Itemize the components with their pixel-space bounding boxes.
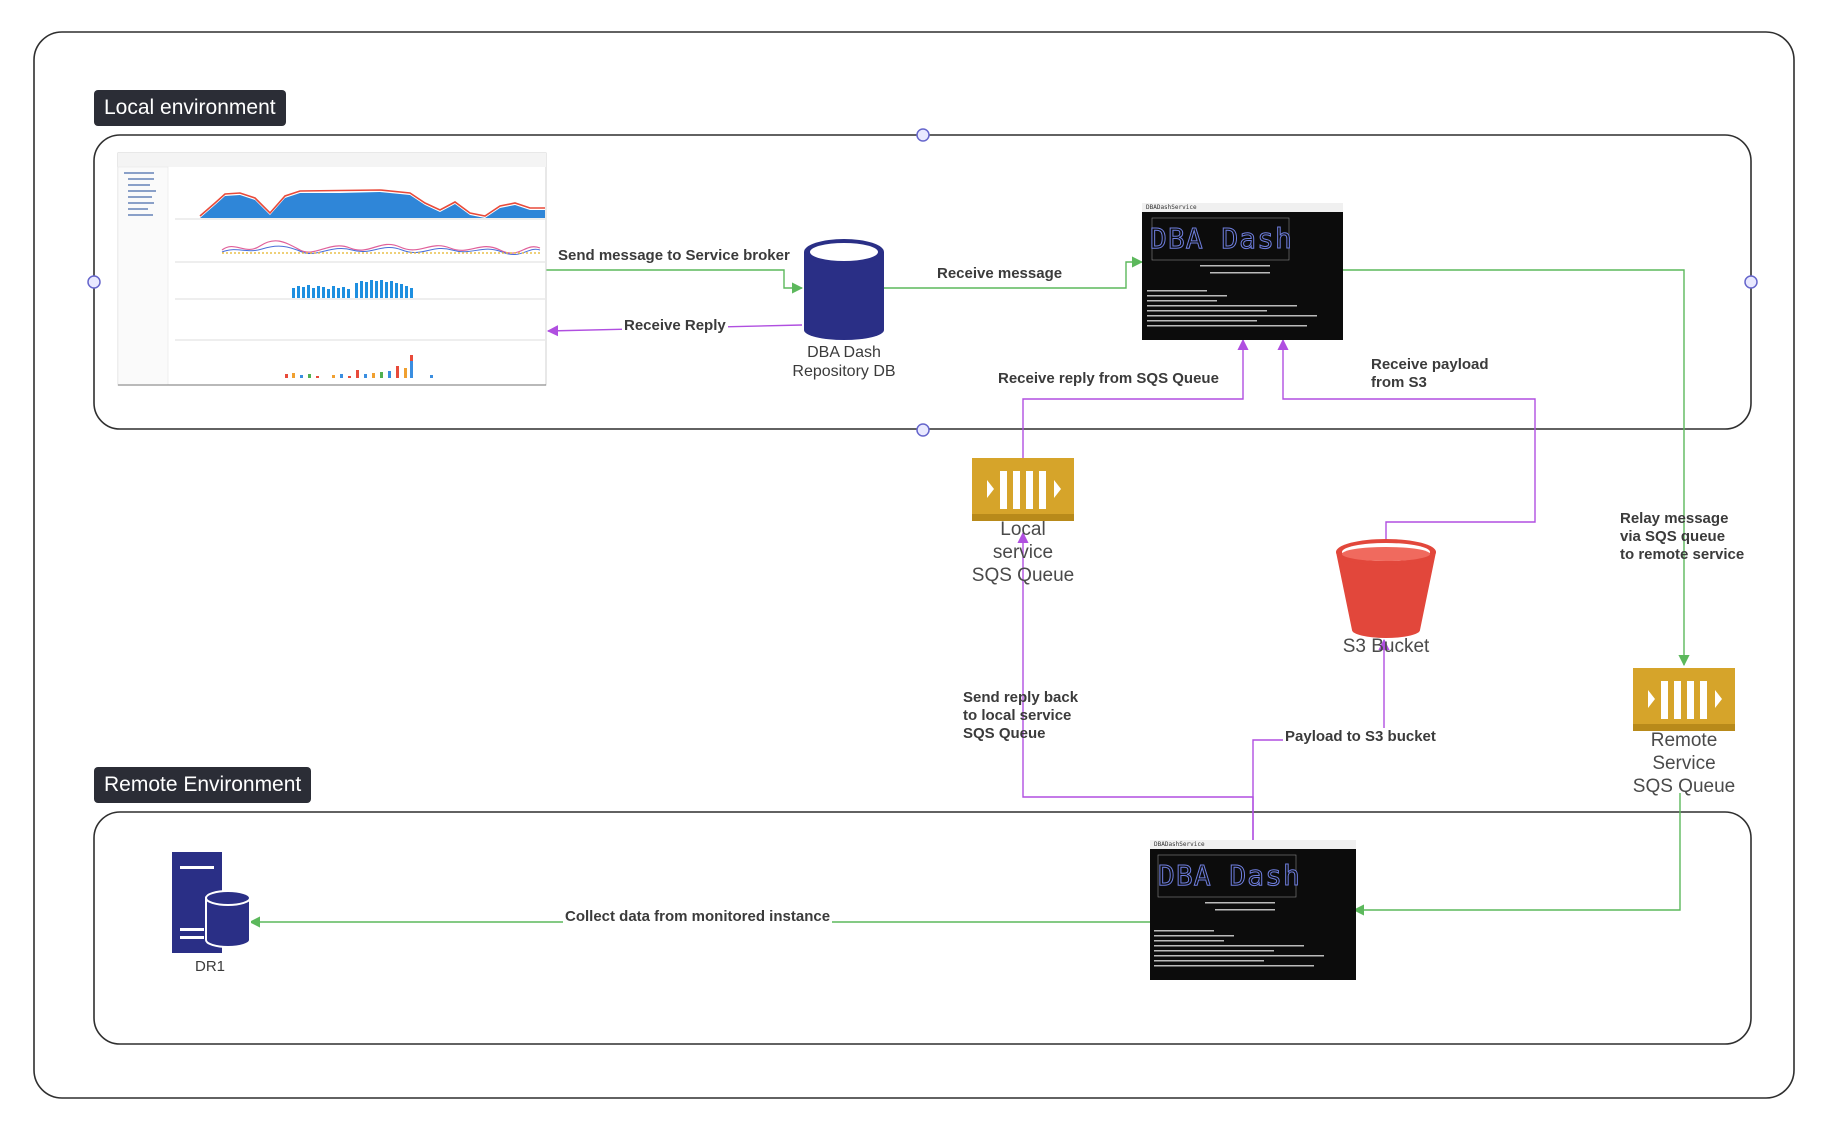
edge-label-receive-reply-sqs: Receive reply from SQS Queue <box>998 370 1219 387</box>
terminal-banner-remote: DBA Dash <box>1158 859 1301 893</box>
edge-receive-reply-sqs <box>1022 338 1249 458</box>
terminal-window-remote <box>1150 840 1356 980</box>
edge-receive-payload-s3 <box>1277 338 1536 540</box>
remote-environment-label: Remote Environment <box>94 767 312 803</box>
server-database-icon <box>172 852 251 953</box>
edge-relay-message <box>1343 269 1690 667</box>
dashboard-screenshot <box>117 152 547 386</box>
edge-send-to-broker <box>546 269 804 294</box>
s3-bucket-label: S3 Bucket <box>1342 636 1430 657</box>
outer-frame <box>33 31 1795 1099</box>
terminal-title-remote: DBADashService <box>1154 841 1205 848</box>
terminal-banner: DBA Dash <box>1150 222 1293 256</box>
sqs-queue-icon <box>972 458 1074 521</box>
edge-label-payload-to-s3: Payload to S3 bucket <box>1283 728 1438 746</box>
local-environment-label: Local environment <box>94 90 286 126</box>
edge-queue-to-remote-service <box>1352 793 1681 916</box>
edge-label-send-reply-back: Send reply back to local service SQS Que… <box>963 689 1079 742</box>
edge-label-receive-message: Receive message <box>935 265 1065 283</box>
edge-label-send-to-broker: Send message to Service broker <box>556 247 792 265</box>
terminal-title: DBADashService <box>1146 204 1197 211</box>
remote-queue-label: Remote Service SQS Queue <box>1632 730 1736 797</box>
edge-receive-message <box>883 256 1144 289</box>
edge-label-collect-data: Collect data from monitored instance <box>563 908 833 926</box>
selection-handles[interactable] <box>87 128 1758 437</box>
dr1-label: DR1 <box>194 958 225 975</box>
remote-environment-container <box>93 811 1752 1045</box>
edge-label-receive-payload-s3: Receive payload from S3 <box>1371 356 1489 391</box>
sqs-queue-icon-remote <box>1633 668 1735 731</box>
terminal-window <box>1142 203 1343 340</box>
s3-bucket-icon <box>1336 539 1436 638</box>
local-queue-label: Local service SQS Queue <box>971 519 1075 586</box>
edge-label-relay-message: Relay message via SQS queue to remote se… <box>1620 510 1745 563</box>
repo-db-label: DBA Dash Repository DB <box>792 344 896 380</box>
database-icon <box>804 239 884 340</box>
edge-label-receive-reply: Receive Reply <box>622 317 728 335</box>
